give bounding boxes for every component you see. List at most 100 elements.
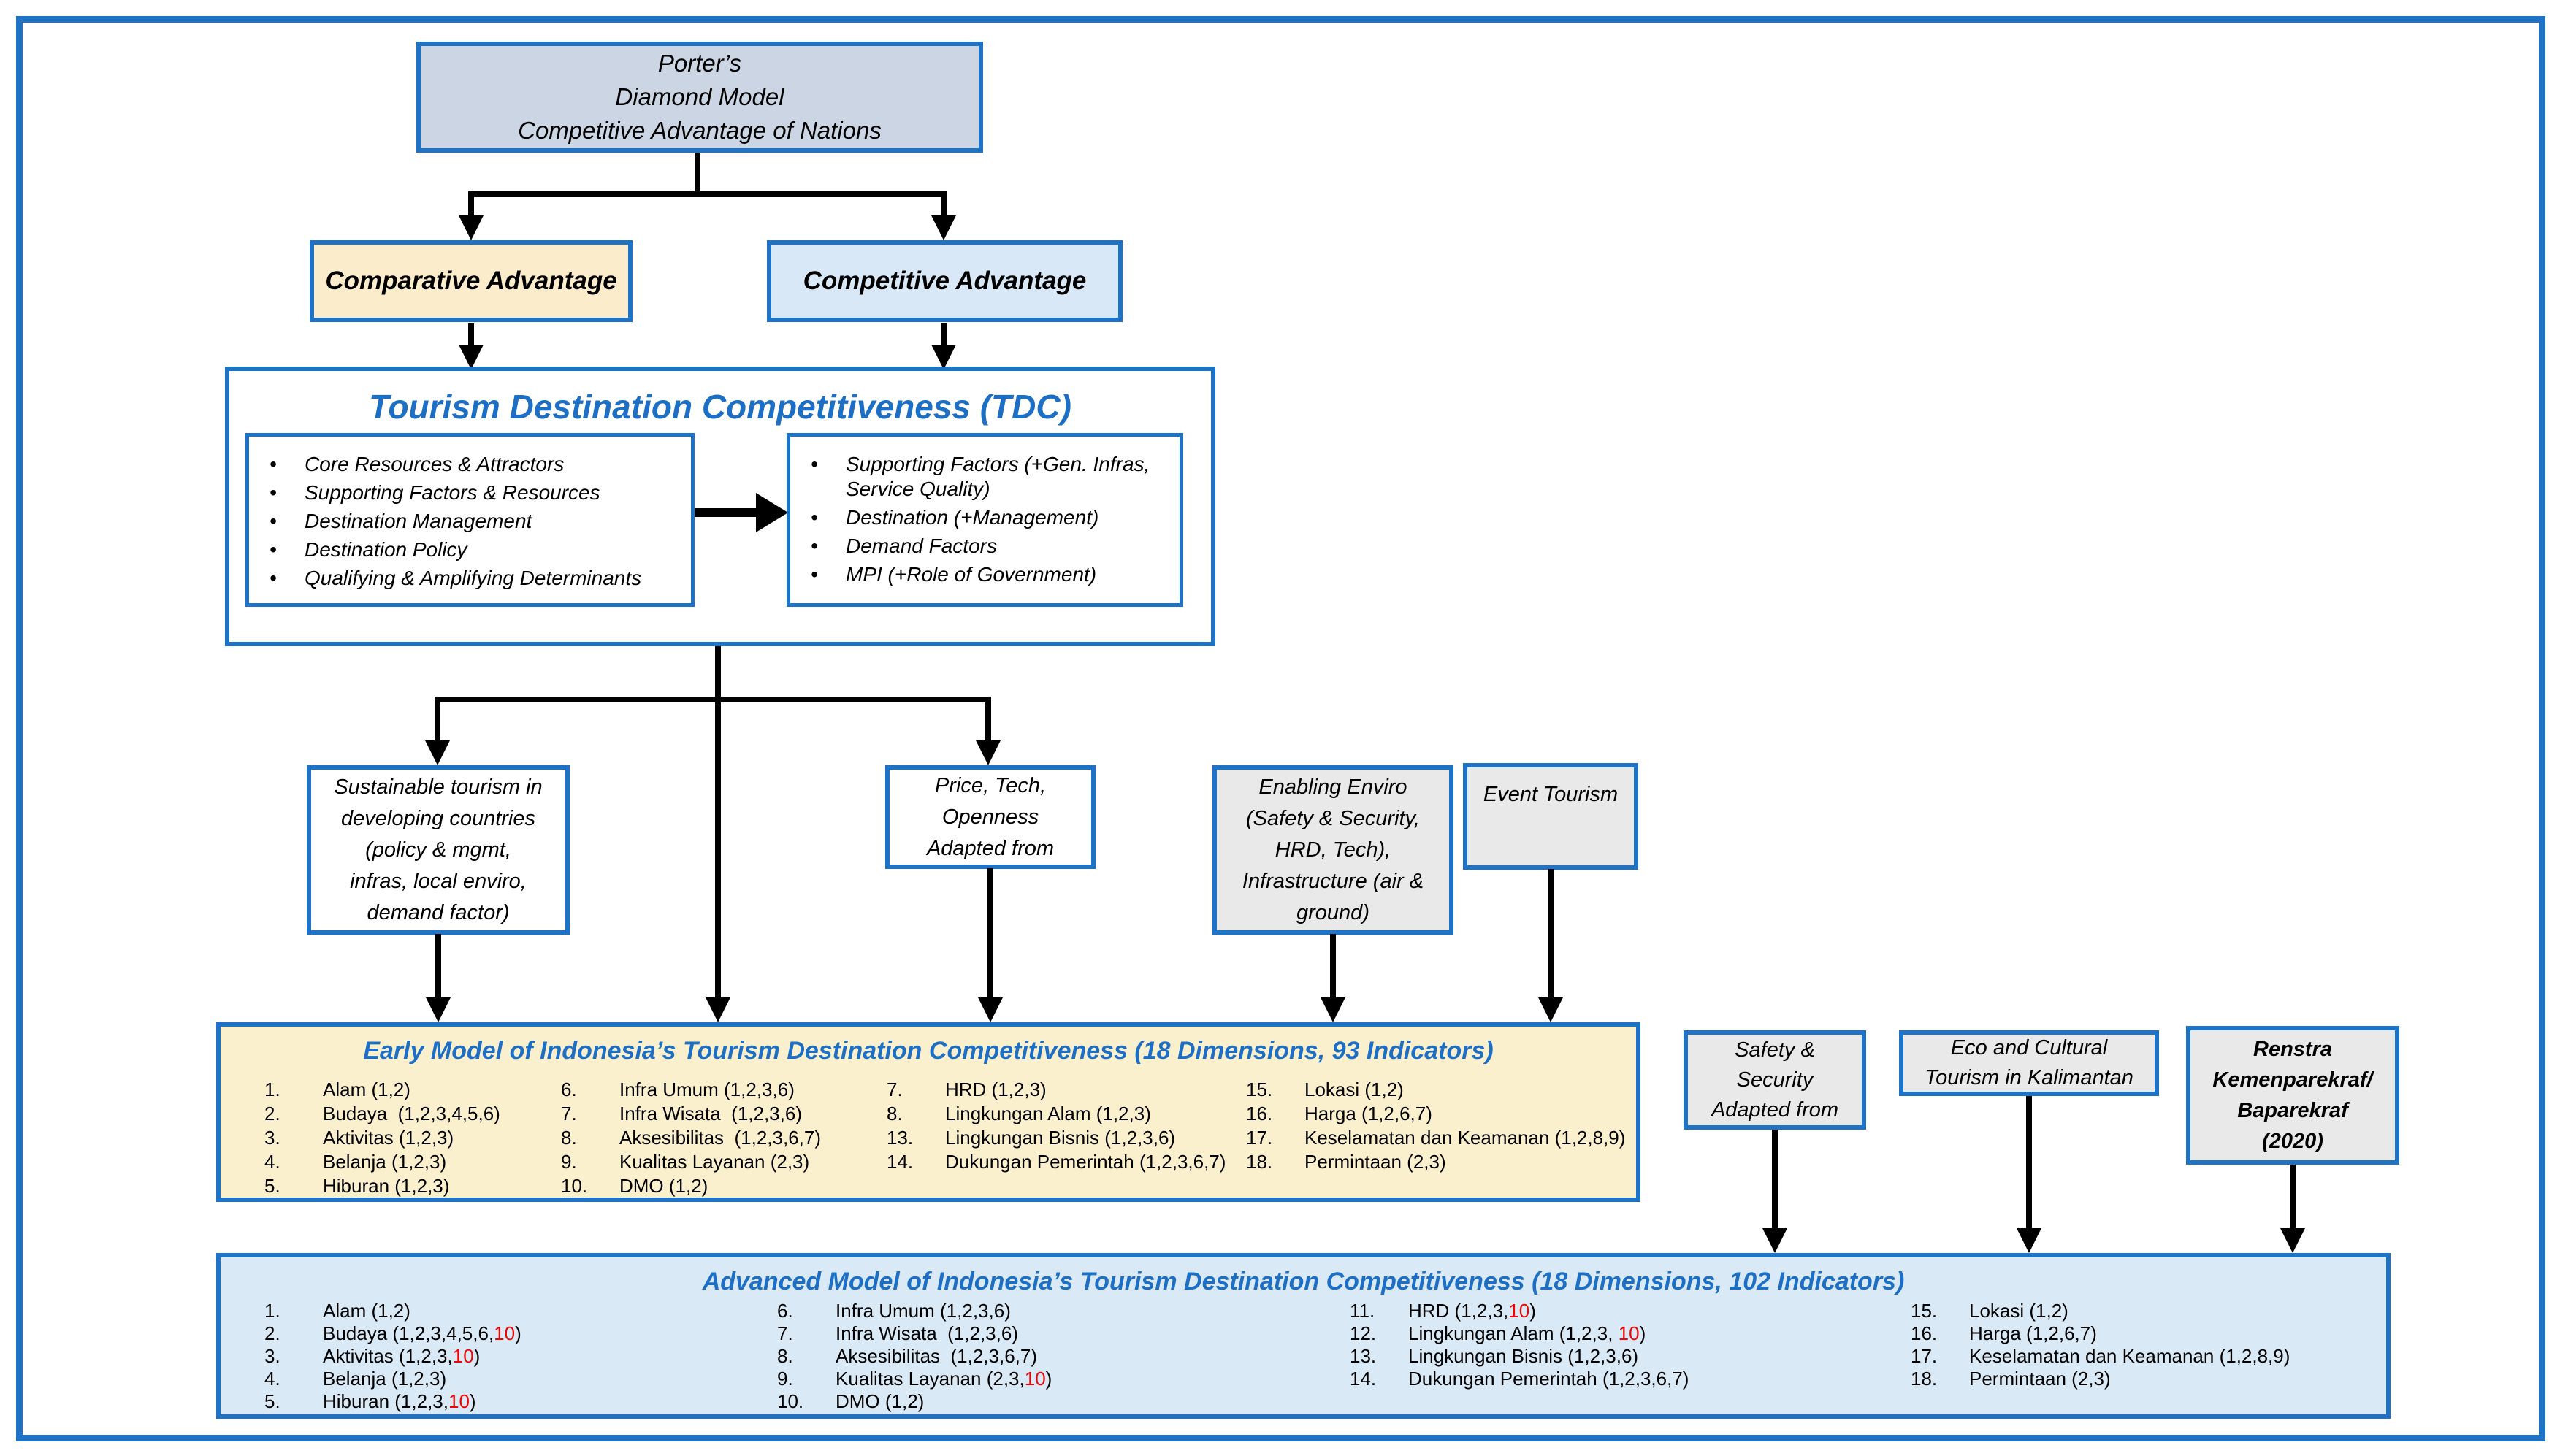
list-item-text: Alam (1,2) [323,1078,410,1100]
list-item: 13. Lingkungan Bisnis (1,2,3,6) [887,1126,1226,1150]
competitive-advantage-box: Competitive Advantage [767,240,1123,322]
early-model-box: Early Model of Indonesia’s Tourism Desti… [216,1022,1640,1202]
comparative-advantage-box: Comparative Advantage [310,240,633,322]
list-item: 10.DMO (1,2) [561,1174,821,1198]
early-model-column-2: 6.Infra Umum (1,2,3,6)7.Infra Wisata (1,… [561,1078,821,1198]
list-item: 3.Aktivitas (1,2,3) [264,1126,500,1150]
text-line: Adapted from [1711,1097,1839,1122]
list-item: 18. Permintaan (2,3) [1911,1368,2290,1390]
list-item-number: 7. [887,1078,903,1100]
arrowhead-down-comparative-icon [459,215,484,240]
early-model-column-4: 15.Lokasi (1,2)16.Harga (1,2,6,7)17.Kese… [1246,1078,1625,1174]
connector-mid-branch-bar [435,697,991,702]
text-line: Tourism in Kalimantan [1925,1066,2133,1089]
list-item-text: Belanja (1,2,3) [323,1368,447,1390]
list-item: 17.Keselamatan dan Keamanan (1,2,8,9) [1246,1126,1625,1150]
arrowhead-down-price-icon [976,740,1001,765]
text-line: HRD, Tech), [1275,838,1391,862]
text-line: (policy & mgmt, [365,838,511,862]
event-tourism-label: Event Tourism [1483,783,1619,806]
text-line: (Safety & Security, [1246,806,1420,830]
list-item-text: HRD (1,2,3,10) [1408,1300,1536,1322]
connector-top-branch-bar [468,191,947,197]
list-item-number: 1. [264,1078,280,1100]
list-item-text: Dukungan Pemerintah (1,2,3,6,7) [945,1151,1226,1173]
list-item-number: 15. [1246,1078,1273,1100]
tdc-right-bullet-list: Supporting Factors (+Gen. Infras, Servic… [790,437,1180,587]
list-item-text: Aksesibilitas (1,2,3,6,7) [619,1127,822,1149]
early-model-title: Early Model of Indonesia’s Tourism Desti… [363,1037,1494,1065]
list-item: 2.Budaya (1,2,3,4,5,6) [264,1102,500,1126]
bullet-item: MPI (+Role of Government) [790,562,1174,587]
connector-comparative-to-tdc [468,323,474,348]
list-item-text: DMO (1,2) [836,1390,925,1412]
advanced-model-column-3: 11.HRD (1,2,3,10)12.Lingkungan Alam (1,2… [1350,1300,1689,1390]
bullet-item: Destination (+Management) [790,505,1174,530]
connector-drop-competitive [941,191,947,218]
list-item-number: 10. [777,1390,804,1412]
list-item-text: Lingkungan Bisnis (1,2,3,6) [1408,1345,1639,1367]
advanced-model-box: Advanced Model of Indonesia’s Tourism De… [216,1253,2391,1419]
list-item-text: Keselamatan dan Keamanan (1,2,8,9) [1969,1345,2290,1367]
list-item-number: 18. [1911,1368,1938,1390]
list-item-text: Budaya (1,2,3,4,5,6) [323,1103,500,1124]
list-item-text: Hiburan (1,2,3,10) [323,1390,476,1412]
bullet-item: Destination Management [249,509,685,534]
list-item-text: Permintaan (2,3) [1304,1151,1446,1173]
text-line: Openness [941,805,1039,829]
list-item-number: 13. [887,1127,914,1149]
list-item-number: 4. [264,1151,280,1173]
connector-competitive-to-tdc [941,323,947,348]
arrowhead-down-tdc-left-icon [459,345,484,369]
enabling-enviro-box: Enabling Enviro(Safety & Security,HRD, T… [1212,765,1453,935]
arrowhead-down-early-1-icon [426,997,451,1022]
text-line: demand factor) [367,900,510,924]
list-item-text: Lingkungan Alam (1,2,3, 10) [1408,1322,1646,1344]
connector-drop-price [985,697,991,742]
text-line: Infrastructure (air & [1242,869,1424,893]
arrowhead-down-early-2-icon [978,997,1003,1022]
list-item-text: Keselamatan dan Keamanan (1,2,8,9) [1304,1127,1626,1149]
list-item: 10. DMO (1,2) [777,1390,1052,1413]
list-item: 7.Infra Wisata (1,2,3,6) [777,1322,1052,1345]
bullet-item: Supporting Factors & Resources [249,480,685,505]
list-item: 5. Hiburan (1,2,3,10) [264,1390,521,1413]
new-indicator-highlight: 10 [494,1322,516,1344]
list-item-text: Infra Umum (1,2,3,6) [836,1300,1011,1322]
list-item-text: Lingkungan Bisnis (1,2,3,6) [945,1127,1176,1149]
list-item: 18.Permintaan (2,3) [1246,1150,1625,1174]
text-line: ground) [1296,900,1369,924]
list-item-text: Alam (1,2) [323,1300,410,1322]
text-line: Price, Tech, [934,773,1047,797]
list-item-text: Kualitas Layanan (2,3) [619,1151,810,1173]
new-indicator-highlight: 10 [452,1345,474,1367]
advanced-model-column-2: 6.Infra Umum (1,2,3,6)7.Infra Wisata (1,… [777,1300,1052,1413]
arrowhead-down-early-3-icon [1321,997,1345,1022]
list-item-number: 5. [264,1390,280,1412]
list-item-number: 10. [561,1175,588,1197]
list-item: 16.Harga (1,2,6,7) [1911,1322,2290,1345]
text-line: Porter’s [657,50,742,77]
list-item-number: 1. [264,1300,280,1322]
list-item-number: 3. [264,1345,280,1367]
arrowhead-down-tdc-right-icon [931,345,956,369]
text-line: Baparekraf [2237,1099,2348,1122]
arrowhead-down-advanced-2-icon [2017,1228,2041,1253]
list-item-text: Permintaan (2,3) [1969,1368,2111,1390]
new-indicator-highlight: 10 [1508,1300,1530,1322]
list-item-text: Lokasi (1,2) [1969,1300,2068,1322]
comparative-advantage-label: Comparative Advantage [325,267,617,295]
text-line: infras, local enviro, [350,869,527,893]
list-item-number: 12. [1350,1322,1377,1344]
connector-porter-stem [695,153,700,194]
text-line: Kemenparekraf/ [2212,1068,2373,1092]
list-item-number: 17. [1911,1345,1938,1367]
arrowhead-down-advanced-1-icon [1762,1228,1787,1253]
advanced-model-title: Advanced Model of Indonesia’s Tourism De… [702,1268,1905,1295]
